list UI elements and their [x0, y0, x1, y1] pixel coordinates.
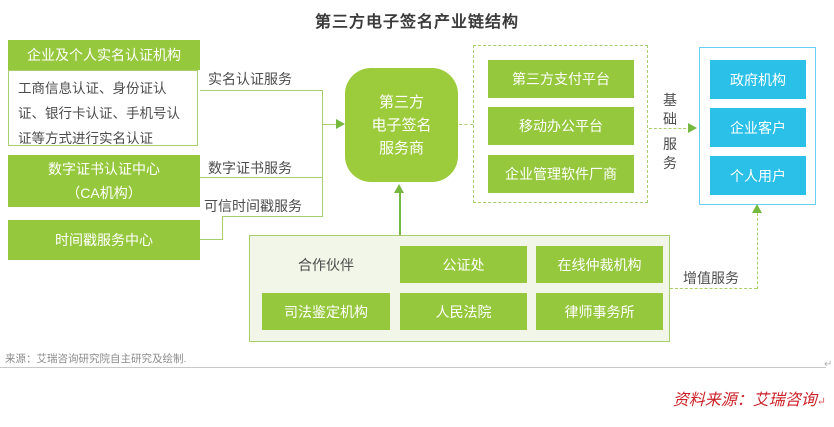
customer-box: 企业客户	[710, 108, 806, 147]
arrow-right-icon	[336, 119, 345, 129]
partner-box: 律师事务所	[536, 293, 663, 330]
provider-box: 第三方 电子签名 服务商	[345, 68, 458, 182]
partner-box: 公证处	[400, 246, 527, 283]
partner-box: 在线仲裁机构	[536, 246, 663, 283]
connector-line	[200, 177, 322, 178]
dashed-connector	[649, 128, 691, 129]
platform-box: 第三方支付平台	[488, 60, 634, 98]
attribution-text: 资料来源：艾瑞咨询↵	[673, 386, 826, 410]
diagram-title: 第三方电子签名产业链结构	[314, 14, 519, 31]
provider-line1: 第三方	[378, 93, 424, 111]
ca-center-line1: 数字证书认证中心	[48, 161, 160, 177]
auth-org-box: 企业及个人实名认证机构	[8, 40, 200, 70]
service-label-real-name: 实名认证服务	[208, 71, 292, 87]
platform-box: 移动办公平台	[488, 107, 634, 145]
partner-box: 人民法院	[400, 293, 527, 330]
value-added-label: 增值服务	[683, 270, 739, 286]
attribution-label: 资料来源：艾瑞咨询	[672, 392, 817, 409]
provider-line3: 服务商	[378, 139, 424, 157]
ca-center-line2: （CA机构）	[66, 185, 142, 201]
source-note: 来源：艾瑞咨询研究院自主研究及绘制.	[5, 353, 187, 365]
connector-collector-line	[322, 90, 323, 217]
platforms-frame	[473, 45, 648, 203]
connector-line	[322, 124, 338, 125]
service-label-digital-cert: 数字证书服务	[208, 160, 292, 176]
basic-service-label-top: 基础	[663, 92, 677, 127]
dashed-connector	[459, 124, 473, 125]
linebreak-mark-icon: ↵	[824, 359, 833, 370]
customer-box: 个人用户	[710, 156, 806, 195]
connector-line	[222, 216, 223, 240]
partner-box: 司法鉴定机构	[262, 293, 390, 330]
linebreak-mark-icon: ↵	[816, 396, 826, 408]
connector-line	[222, 216, 322, 217]
auth-methods-box: 工商信息认证、身份证认证、银行卡认证、手机号认证等方式进行实名认证	[8, 70, 198, 146]
dashed-connector	[757, 213, 758, 289]
customer-box: 政府机构	[710, 60, 806, 99]
partner-arrow-line	[399, 192, 401, 236]
platform-box: 企业管理软件厂商	[488, 155, 634, 193]
arrow-up-icon	[394, 184, 404, 193]
connector-line	[200, 90, 322, 91]
divider-line	[0, 367, 826, 368]
service-label-timestamp: 可信时间戳服务	[204, 198, 302, 214]
arrow-up-icon	[752, 204, 762, 213]
dashed-connector	[670, 288, 757, 289]
connector-line	[200, 239, 223, 240]
arrow-right-icon	[688, 123, 697, 133]
provider-line2: 电子签名	[371, 116, 432, 134]
ca-center-box: 数字证书认证中心 （CA机构）	[8, 155, 200, 207]
basic-service-label-bottom: 服务	[663, 136, 677, 171]
partners-label: 合作伙伴	[298, 256, 354, 273]
timestamp-center-box: 时间戳服务中心	[8, 220, 200, 260]
